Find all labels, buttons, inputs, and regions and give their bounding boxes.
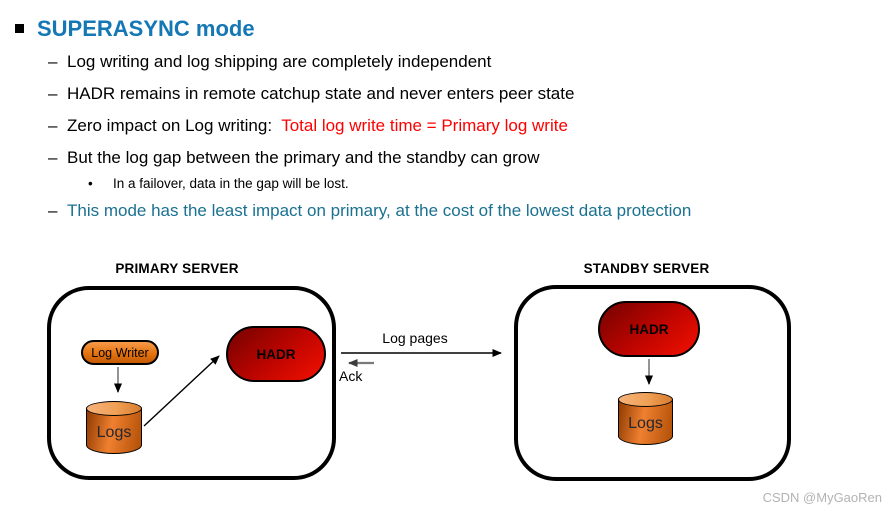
log-writer-node: Log Writer [81,340,159,365]
bullet-text: But the log gap between the primary and … [67,148,540,167]
bullet-text: Zero impact on Log writing: Total log wr… [67,115,568,136]
dash-marker: – [48,148,58,167]
cylinder-top [86,401,142,416]
dash-marker: – [48,201,58,220]
sub-bullet-text: In a failover, data in the gap will be l… [113,176,349,191]
standby-hadr-label: HADR [629,321,669,337]
dash-marker: – [48,84,58,103]
bullet-text: HADR remains in remote catchup state and… [67,84,575,103]
watermark: CSDN @MyGaoRen [762,490,882,505]
standby-logs-cylinder: Logs [618,392,673,445]
primary-hadr-node: HADR [226,326,326,382]
cylinder-top [618,392,673,407]
primary-server-label: PRIMARY SERVER [115,261,239,276]
bullet-text: This mode has the least impact on primar… [67,201,692,220]
ack-label: Ack [339,368,363,384]
bullet-log-writing-independent: – Log writing and log shipping are compl… [0,51,889,72]
bullet-text-highlight: Total log write time = Primary log write [281,116,568,135]
dash-marker: – [48,116,58,135]
log-pages-label: Log pages [382,330,448,346]
bullet-text-black: Zero impact on Log writing: [67,116,282,135]
slide-title-row: SUPERASYNC mode [0,15,889,42]
bullet-zero-impact: – Zero impact on Log writing: Total log … [0,115,889,136]
standby-logs-label: Logs [628,415,663,432]
standby-server-label: STANDBY SERVER [583,261,710,276]
bullet-log-gap: – But the log gap between the primary an… [0,147,889,168]
bullet-remote-catchup: – HADR remains in remote catchup state a… [0,83,889,104]
bullet-text: Log writing and log shipping are complet… [67,52,492,71]
sub-bullet-failover: • In a failover, data in the gap will be… [0,175,889,192]
primary-logs-cylinder: Logs [86,401,142,454]
square-bullet-icon [15,24,24,33]
slide-text-block: SUPERASYNC mode – Log writing and log sh… [0,0,889,221]
dash-marker: – [48,52,58,71]
dot-marker: • [88,176,93,191]
page-title: SUPERASYNC mode [37,16,255,41]
log-writer-label: Log Writer [91,345,149,360]
primary-logs-label: Logs [96,424,132,441]
primary-hadr-label: HADR [256,346,296,362]
standby-hadr-node: HADR [598,301,700,357]
bullet-least-impact: – This mode has the least impact on prim… [0,200,889,221]
